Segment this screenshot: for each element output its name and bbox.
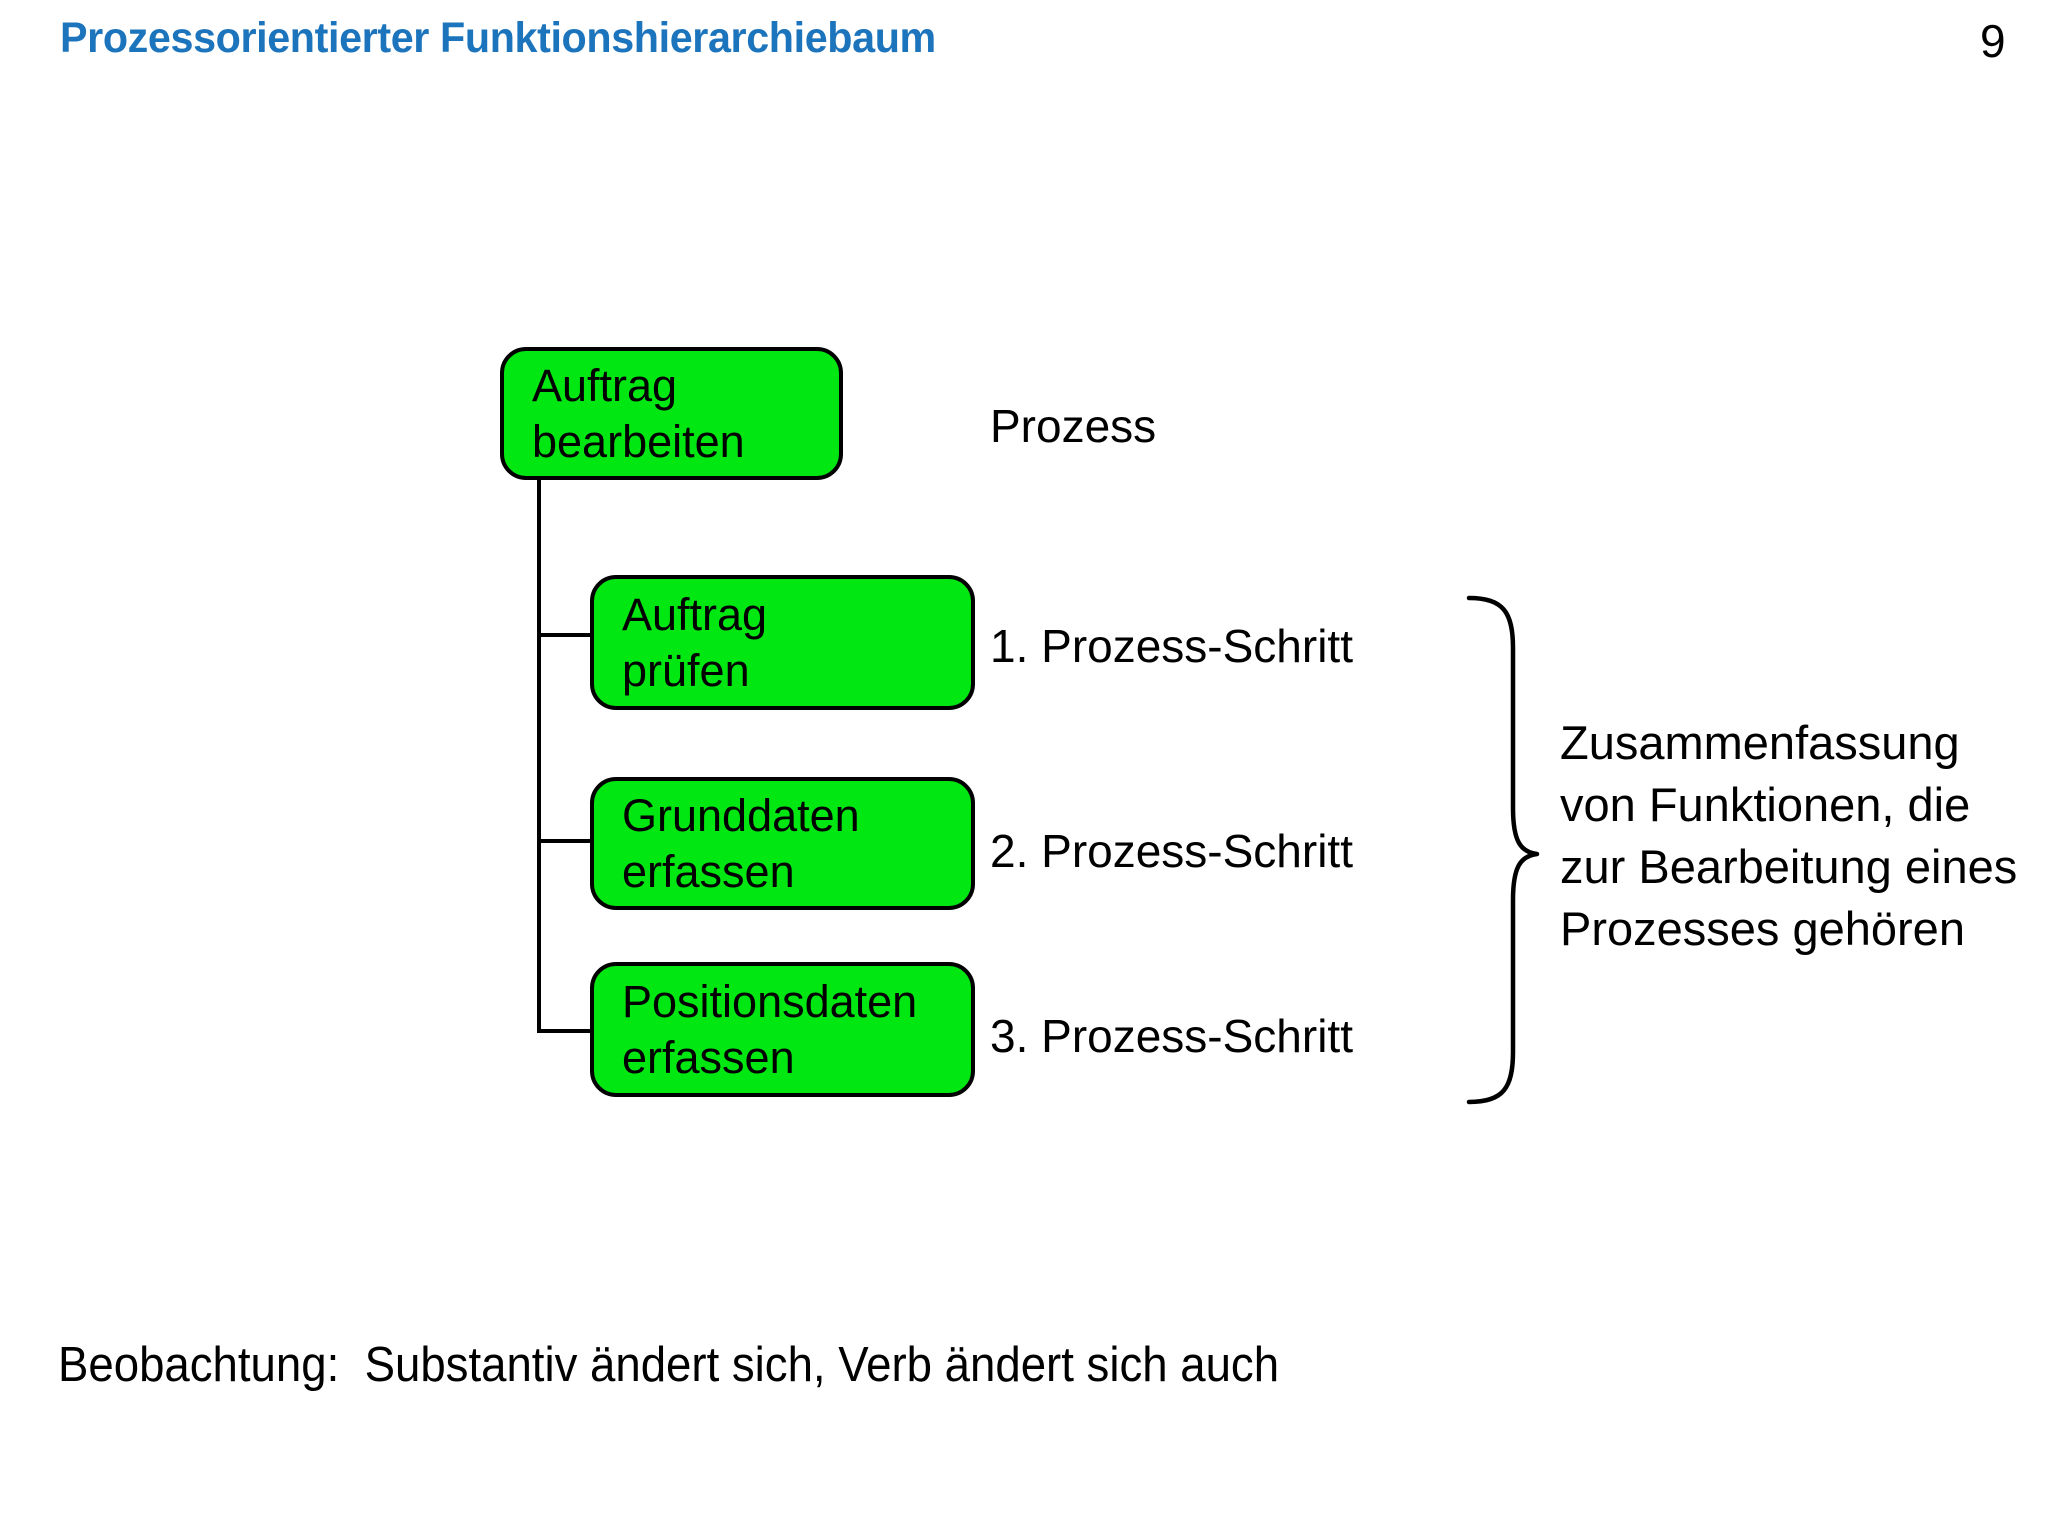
node-label-line-2: prüfen	[622, 644, 750, 696]
node-label-line-2: erfassen	[622, 845, 795, 897]
page-number: 9	[1980, 15, 2006, 67]
annotation-prozess-schritt-1: 1. Prozess-Schritt	[990, 620, 1353, 672]
annotation-prozess: Prozess	[990, 400, 1157, 452]
annotation-prozess-schritt-2: 2. Prozess-Schritt	[990, 825, 1353, 877]
tree-connector-vertical	[537, 480, 541, 1033]
node-auftrag-pruefen[interactable]: Auftrag prüfen	[590, 575, 975, 710]
node-auftrag-bearbeiten[interactable]: Auftrag bearbeiten	[500, 347, 843, 480]
tree-connector-stub-step3	[537, 1029, 593, 1033]
brace-annotation-line-4: Prozesses gehören	[1560, 902, 1965, 955]
node-label-line-1: Grunddaten	[622, 789, 860, 841]
node-positionsdaten-erfassen[interactable]: Positionsdaten erfassen	[590, 962, 975, 1097]
node-label-line-2: bearbeiten	[532, 415, 745, 467]
node-label-line-2: erfassen	[622, 1031, 795, 1083]
page-title: Prozessorientierter Funktionshierarchieb…	[60, 14, 936, 62]
brace-annotation-text: Zusammenfassung von Funktionen, die zur …	[1560, 712, 2048, 960]
curly-brace-icon	[1466, 595, 1540, 1105]
tree-connector-stub-step1	[537, 633, 593, 637]
observation-text: Beobachtung: Substantiv ändert sich, Ver…	[58, 1338, 1280, 1392]
node-label-line-1: Auftrag	[622, 588, 768, 640]
node-label-line-1: Auftrag	[532, 359, 678, 411]
annotation-prozess-schritt-3: 3. Prozess-Schritt	[990, 1010, 1353, 1062]
tree-connector-stub-step2	[537, 839, 593, 843]
node-label-line-1: Positionsdaten	[622, 975, 918, 1027]
brace-annotation-line-1: Zusammenfassung	[1560, 716, 1960, 769]
node-grunddaten-erfassen[interactable]: Grunddaten erfassen	[590, 777, 975, 910]
brace-annotation-line-2: von Funktionen, die	[1560, 778, 1971, 831]
brace-annotation-line-3: zur Bearbeitung eines	[1560, 840, 2018, 893]
